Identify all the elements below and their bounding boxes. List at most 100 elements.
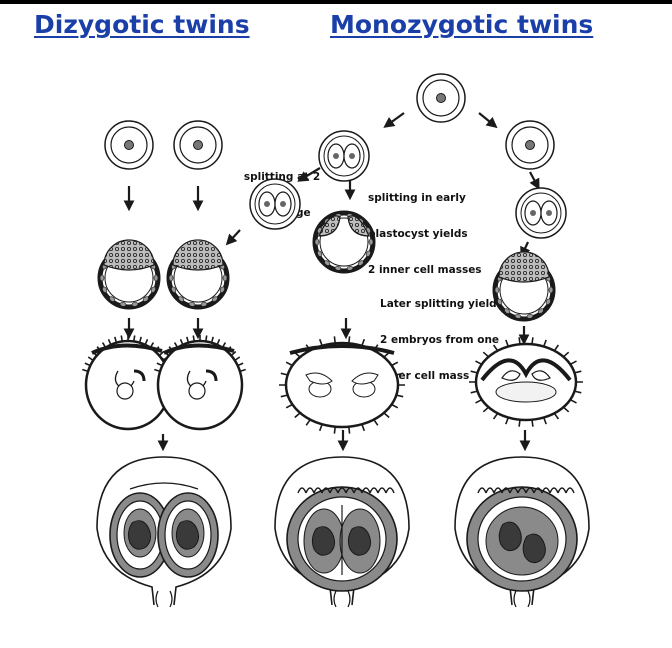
- nucleus: [193, 140, 203, 150]
- label-line: Later splitting yields: [380, 298, 503, 310]
- blastocyst: [312, 210, 376, 274]
- cell: [334, 265, 342, 271]
- embryo-fold: [205, 369, 218, 382]
- arrow: [225, 229, 241, 246]
- uterus: [274, 456, 410, 608]
- label-line: 2 inner cell masses: [368, 264, 482, 276]
- zygote: [505, 120, 555, 170]
- fetus-head: [352, 527, 364, 539]
- cell: [545, 298, 551, 305]
- cell: [365, 250, 371, 257]
- nucleus: [124, 140, 134, 150]
- cell: [526, 313, 534, 319]
- inner-cell-mass: [498, 251, 550, 283]
- cell: [346, 265, 354, 271]
- amnion: [501, 370, 521, 381]
- cell: [357, 260, 364, 266]
- nucleus: [349, 153, 355, 159]
- uterine-wall: [96, 456, 232, 606]
- cell: [171, 286, 177, 293]
- yolk-sac: [495, 381, 557, 403]
- cell: [514, 313, 522, 319]
- cell: [368, 238, 374, 246]
- fetus-head: [502, 522, 514, 534]
- nucleus: [525, 140, 535, 150]
- amnion: [485, 506, 559, 576]
- cell: [119, 301, 127, 307]
- amnion: [531, 370, 551, 381]
- inner-cell-mass: [103, 239, 155, 271]
- cell: [317, 250, 323, 257]
- yolk-sac: [116, 382, 134, 400]
- cell: [153, 274, 159, 282]
- stalk: [91, 343, 163, 355]
- stalk: [163, 343, 235, 355]
- dizygotic-twins-link[interactable]: Dizygotic twins: [34, 10, 250, 39]
- cell: [131, 301, 139, 307]
- stages: [82, 73, 590, 608]
- cervix: [513, 590, 531, 608]
- cell: [314, 238, 320, 246]
- cell: [200, 301, 208, 307]
- monozygotic-twins-link[interactable]: Monozygotic twins: [330, 10, 594, 39]
- placenta: [477, 487, 575, 494]
- cell: [537, 308, 544, 314]
- nucleus: [333, 153, 339, 159]
- nucleus: [546, 210, 552, 216]
- amnion: [305, 372, 333, 385]
- cell: [548, 286, 554, 294]
- cell: [99, 274, 105, 282]
- cervix: [155, 590, 173, 608]
- chorion: [284, 341, 400, 429]
- cell: [222, 274, 228, 282]
- arrow: [297, 167, 321, 182]
- amnion: [351, 372, 379, 385]
- nucleus: [530, 210, 536, 216]
- chorionic-plate: [289, 344, 395, 355]
- cell: [142, 296, 149, 302]
- cell: [102, 286, 108, 293]
- arrow: [383, 112, 405, 128]
- implanting-embryo: [82, 335, 174, 431]
- label-line: blastocyst yields: [368, 228, 468, 240]
- implanting-embryo: [279, 336, 405, 434]
- inner-cell-mass-left: [318, 215, 341, 237]
- two-cell-embryo: [318, 130, 370, 182]
- cell: [219, 286, 225, 293]
- top-border: [0, 0, 672, 4]
- cell: [497, 298, 503, 305]
- implanting-embryo: [154, 335, 246, 431]
- yolk-sac: [188, 382, 206, 400]
- two-cell-embryo: [249, 178, 301, 230]
- fetus-head: [316, 527, 328, 539]
- cervix: [333, 590, 351, 608]
- arrows: [123, 112, 540, 452]
- cell: [150, 286, 156, 293]
- label-line: 2 embryos from one: [380, 334, 500, 346]
- decidua: [129, 482, 199, 490]
- nucleus: [280, 201, 286, 207]
- blastocyst: [166, 239, 230, 310]
- embryo-fold: [133, 369, 146, 382]
- placenta: [297, 487, 395, 494]
- cell: [504, 308, 511, 314]
- inner-cell-mass: [172, 239, 224, 271]
- fetus-head: [132, 521, 144, 533]
- two-cell-embryo: [515, 187, 567, 239]
- zygote: [173, 120, 223, 170]
- cell: [494, 286, 500, 294]
- uterus: [454, 456, 590, 608]
- implanting-embryo: [469, 337, 583, 427]
- fetus-head: [526, 534, 538, 546]
- cell: [324, 260, 331, 266]
- cell: [178, 296, 185, 302]
- label-early-blastocyst: splitting in early blastocyst yields 2 i…: [368, 168, 482, 288]
- uterus: [96, 456, 232, 608]
- zygote: [416, 73, 466, 123]
- blastocyst: [97, 239, 161, 310]
- chorionic-plate: [480, 358, 572, 382]
- cell: [188, 301, 196, 307]
- label-later-splitting: Later splitting yields 2 embryos from on…: [380, 274, 503, 394]
- villi: [469, 337, 583, 427]
